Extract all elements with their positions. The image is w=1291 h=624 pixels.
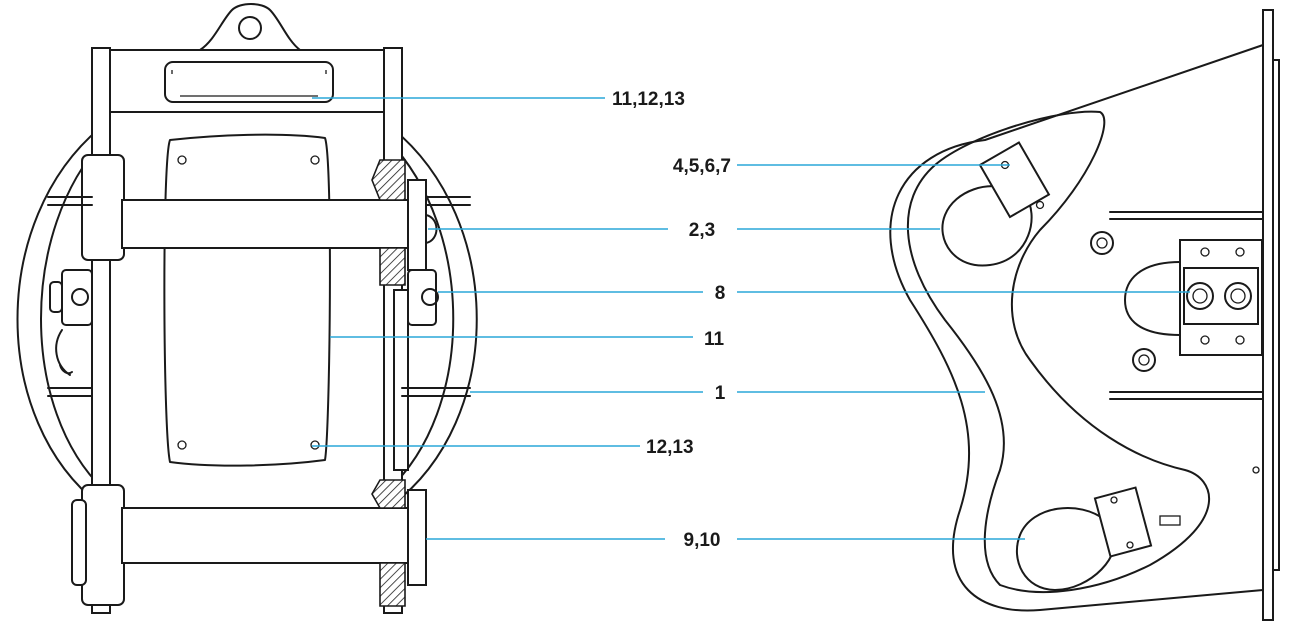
side-view	[889, 9, 1280, 621]
callout-4-5-6-7: 4,5,6,7	[673, 156, 731, 177]
leader-lines	[312, 97, 1190, 540]
callout-8: 8	[715, 283, 726, 304]
callout-11-12-13: 11,12,13	[612, 89, 685, 110]
front-view	[16, 3, 478, 614]
callout-9-10: 9,10	[684, 530, 721, 551]
callout-12-13: 12,13	[646, 437, 694, 458]
callout-11: 11	[704, 329, 725, 350]
callout-1: 1	[715, 383, 726, 404]
callout-labels: 11,12,13 4,5,6,7 2,3 8 11 1 12,13 9,10	[612, 89, 731, 551]
callout-2-3: 2,3	[689, 220, 715, 241]
